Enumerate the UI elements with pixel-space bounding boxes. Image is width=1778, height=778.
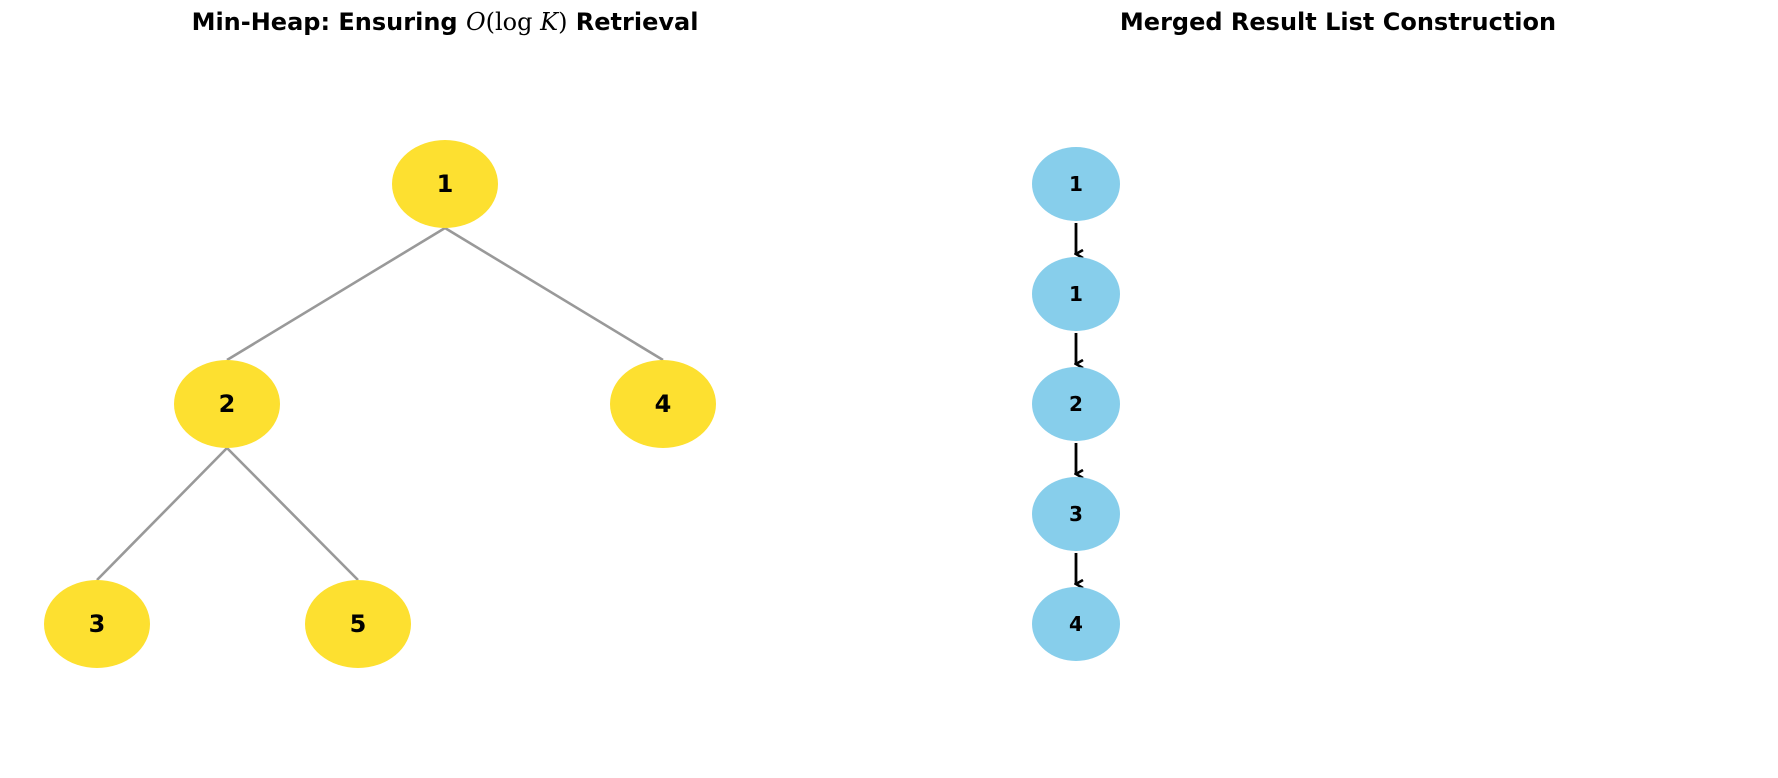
heap-edge — [226, 226, 446, 362]
heap-node-left-left: 3 — [44, 580, 150, 668]
heap-title-math-open: (log — [485, 8, 541, 36]
heap-edges — [96, 226, 664, 581]
heap-title-prefix: Min-Heap: Ensuring — [191, 8, 466, 36]
heap-node-circle — [174, 360, 280, 448]
heap-node-right: 4 — [610, 360, 716, 448]
heap-node-label: 4 — [655, 390, 672, 418]
list-node: 4 — [1032, 587, 1120, 661]
list-node: 1 — [1032, 147, 1120, 221]
heap-node-label: 3 — [89, 610, 106, 638]
heap-edge — [444, 226, 664, 362]
heap-title-suffix: Retrieval — [567, 8, 699, 36]
list-panel-title: Merged Result List Construction — [1119, 8, 1557, 36]
heap-node-root: 1 — [392, 140, 498, 228]
heap-panel-title: Min-Heap: Ensuring O(log K) Retrieval — [192, 8, 699, 36]
list-nodes: 1 1 2 3 4 — [1032, 147, 1120, 661]
list-node-label: 3 — [1069, 502, 1083, 526]
list-node-circle — [1032, 257, 1120, 331]
list-node-label: 1 — [1069, 282, 1083, 306]
heap-title-math-k: K — [540, 8, 559, 36]
list-node-circle — [1032, 147, 1120, 221]
list-node-label: 4 — [1069, 612, 1083, 636]
list-node-circle — [1032, 587, 1120, 661]
list-node-label: 2 — [1069, 392, 1083, 416]
list-node-label: 1 — [1069, 172, 1083, 196]
list-node: 2 — [1032, 367, 1120, 441]
heap-nodes: 1 2 4 3 5 — [44, 140, 716, 668]
heap-title-math-o: O — [465, 8, 486, 36]
heap-title-math-close: ) — [558, 8, 568, 36]
list-node: 1 — [1032, 257, 1120, 331]
heap-node-circle — [610, 360, 716, 448]
list-node-circle — [1032, 367, 1120, 441]
list-node-circle — [1032, 477, 1120, 551]
heap-node-circle — [305, 580, 411, 668]
list-node: 3 — [1032, 477, 1120, 551]
heap-edge — [96, 447, 228, 581]
heap-node-left-right: 5 — [305, 580, 411, 668]
heap-node-label: 1 — [437, 170, 454, 198]
heap-node-label: 5 — [350, 610, 367, 638]
heap-edge — [226, 447, 359, 581]
heap-node-circle — [44, 580, 150, 668]
heap-node-left: 2 — [174, 360, 280, 448]
heap-title-complexity: O(log K) — [466, 8, 567, 36]
heap-node-circle — [392, 140, 498, 228]
heap-node-label: 2 — [219, 390, 236, 418]
